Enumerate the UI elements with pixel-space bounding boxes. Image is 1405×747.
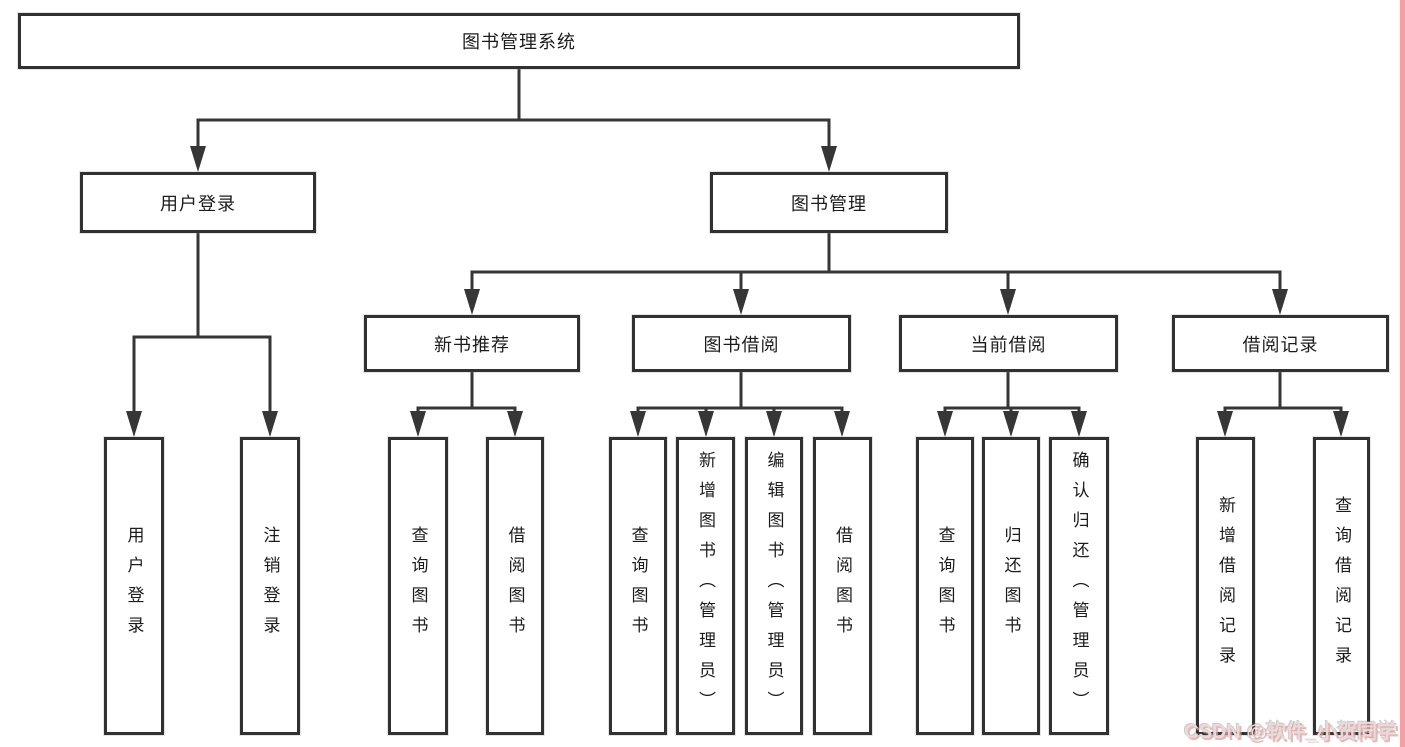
node-book-borrow: 图书借阅 xyxy=(632,315,851,372)
node-current-borrow: 当前借阅 xyxy=(899,315,1118,372)
leaf-newbook-borrow: 借阅图书 xyxy=(486,437,544,735)
leaf-confirm-return-admin-label: 确认归还（管理员） xyxy=(1069,451,1089,721)
leaf-logout: 注销登录 xyxy=(240,437,300,735)
node-root: 图书管理系统 xyxy=(18,13,1020,69)
node-new-book-recommend: 新书推荐 xyxy=(364,315,580,372)
leaf-borrow-add-admin: 新增图书（管理员） xyxy=(676,437,735,735)
leaf-user-login: 用户登录 xyxy=(104,437,164,735)
connector-bookborrow-to-leaves xyxy=(636,370,844,417)
leaf-logout-label: 注销登录 xyxy=(260,526,280,646)
leaf-current-query: 查询图书 xyxy=(916,437,974,735)
leaf-query-record: 查询借阅记录 xyxy=(1313,437,1370,735)
node-book-management-label: 图书管理 xyxy=(791,193,867,214)
leaf-borrow-query: 查询图书 xyxy=(609,437,667,735)
leaf-borrow-edit-admin-label: 编辑图书（管理员） xyxy=(764,451,784,721)
node-book-management: 图书管理 xyxy=(710,172,948,233)
leaf-add-record: 新增借阅记录 xyxy=(1196,437,1255,735)
connector-currentborrow-to-leaves xyxy=(943,370,1081,417)
leaf-return-book-label: 归还图书 xyxy=(1001,526,1021,646)
leaf-borrow-edit-admin: 编辑图书（管理员） xyxy=(745,437,803,735)
leaf-borrow-add-admin-label: 新增图书（管理员） xyxy=(696,451,715,721)
node-new-book-recommend-label: 新书推荐 xyxy=(434,334,510,355)
pink-edge-strip xyxy=(1400,0,1405,747)
leaf-newbook-query: 查询图书 xyxy=(388,437,448,735)
leaf-return-book: 归还图书 xyxy=(982,437,1040,735)
connector-userlogin-to-leaves xyxy=(132,231,272,417)
leaf-borrow-book-label: 借阅图书 xyxy=(833,526,852,646)
leaf-borrow-query-label: 查询图书 xyxy=(628,526,648,646)
leaf-borrow-book: 借阅图书 xyxy=(813,437,872,735)
node-user-login-label: 用户登录 xyxy=(160,193,236,214)
leaf-user-login-label: 用户登录 xyxy=(124,526,144,646)
node-book-borrow-label: 图书借阅 xyxy=(703,334,780,355)
leaf-newbook-query-label: 查询图书 xyxy=(408,526,428,646)
leaf-query-record-label: 查询借阅记录 xyxy=(1332,496,1351,676)
connector-bookmgmt-to-level2 xyxy=(470,231,1282,295)
leaf-current-query-label: 查询图书 xyxy=(935,526,955,646)
node-user-login: 用户登录 xyxy=(80,172,316,233)
leaf-newbook-borrow-label: 借阅图书 xyxy=(505,526,525,646)
connector-newbook-to-leaves xyxy=(416,370,517,417)
csdn-watermark: CSDN @软件_小贺同学 xyxy=(1184,721,1397,743)
node-root-label: 图书管理系统 xyxy=(462,32,576,52)
connector-root-to-level1 xyxy=(196,67,831,152)
node-borrow-records: 借阅记录 xyxy=(1172,315,1389,372)
arrowheads xyxy=(126,146,1349,437)
leaf-add-record-label: 新增借阅记录 xyxy=(1216,496,1235,676)
connector-records-to-leaves xyxy=(1223,370,1343,417)
node-borrow-records-label: 借阅记录 xyxy=(1242,334,1319,355)
node-current-borrow-label: 当前借阅 xyxy=(970,334,1047,355)
leaf-confirm-return-admin: 确认归还（管理员） xyxy=(1049,437,1109,735)
